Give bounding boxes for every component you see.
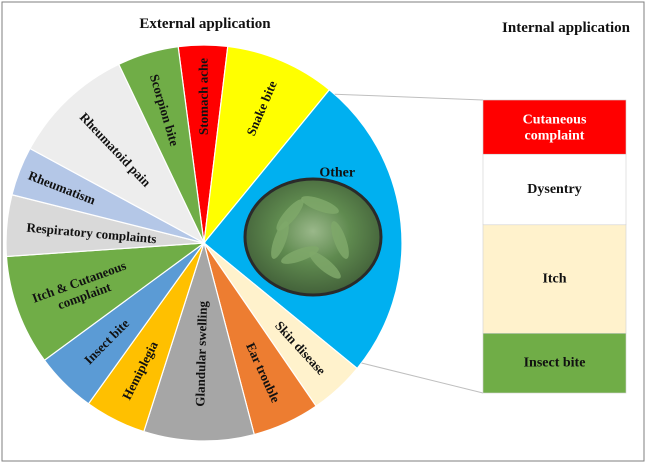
bar-segment-itch	[482, 224, 627, 334]
bar-segment-dysentry	[482, 153, 627, 226]
bar-segment-insect-bite	[482, 333, 627, 394]
bar-label-itch: Itch	[542, 272, 566, 287]
connector-lines	[334, 93, 484, 394]
pie-slice-glandular-swelling	[143, 240, 255, 442]
pie-slice-rheumatoid-pain	[29, 63, 206, 245]
title-internal: Internal application	[502, 20, 631, 36]
plant-photo	[243, 177, 383, 297]
connector-bottom	[361, 362, 484, 394]
pie-slice-scorpion-bite	[117, 46, 205, 244]
pie-label-other: Other	[319, 166, 355, 181]
pie-label-glandular-swelling: Glandular swelling	[192, 300, 210, 406]
pie-slice-itch-cutaneous-complaint	[5, 242, 207, 362]
connector-top	[334, 93, 484, 101]
pie-label-stomach-ache: Stomach ache	[195, 58, 210, 135]
bar-label-insect-bite: Insect bite	[524, 356, 586, 371]
title-external: External application	[139, 16, 271, 32]
bar-label-dysentry: Dysentry	[527, 182, 581, 197]
bar-segment-cutaneous-complaint	[482, 99, 627, 155]
pie-slice-snake-bite	[203, 45, 331, 245]
